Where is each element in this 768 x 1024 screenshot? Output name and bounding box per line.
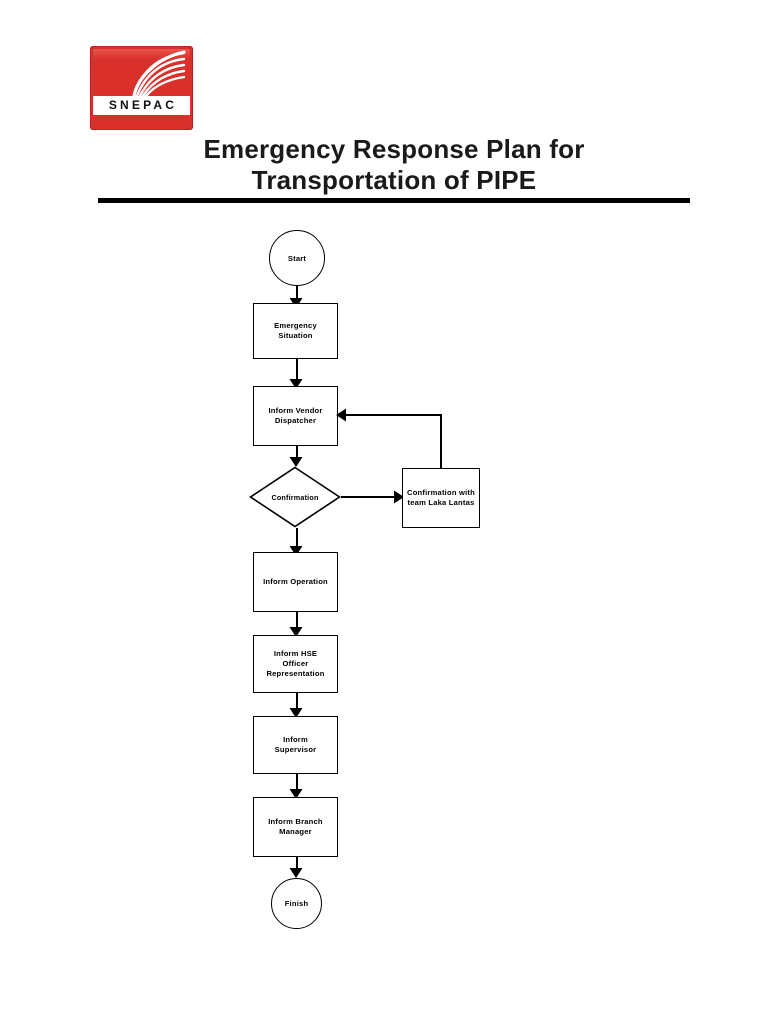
title-divider [98, 198, 690, 203]
edge-laka-vendor-arrow [336, 408, 346, 422]
decision-diamond-shape [249, 466, 341, 528]
edge-branch-finish-line [295, 857, 298, 871]
logo-wordmark-band: SNEPAC [93, 96, 190, 115]
label-line: Dispatcher [274, 416, 317, 425]
edge-confirmation-laka-line [341, 496, 399, 498]
edge-hse-supervisor-arrow [289, 708, 303, 718]
label-line: Inform Operation [263, 577, 328, 586]
flow-node-start-label: Start [287, 253, 307, 263]
flow-node-start: Start [269, 230, 325, 286]
flow-node-inform-operation-label: Inform Operation [263, 577, 328, 587]
logo-gloss [93, 49, 190, 59]
edge-supervisor-branch-line [295, 774, 298, 792]
edge-emergency-vendor-line [295, 359, 298, 383]
edge-vendor-confirmation-line [295, 446, 298, 460]
page-title-line-2: Transportation of PIPE [251, 165, 537, 195]
edge-start-emergency-line [295, 286, 298, 302]
edge-branch-finish-arrow [289, 868, 303, 878]
flow-node-inform-supervisor-label: Inform Supervisor [275, 735, 317, 755]
flow-node-inform-vendor-dispatcher: Inform Vendor Dispatcher [253, 386, 338, 446]
label-line: Inform HSE [273, 649, 318, 658]
label-line: Emergency [274, 321, 317, 330]
flow-node-emergency-situation-label: Emergency Situation [274, 321, 317, 341]
edge-vendor-confirmation-arrow [289, 457, 303, 467]
edge-confirmation-laka-arrow [394, 490, 404, 504]
flow-node-inform-branch-manager: Inform Branch Manager [253, 797, 338, 857]
logo-swoosh-icon [132, 50, 186, 98]
label-line: Confirmation with [407, 488, 475, 497]
edge-hse-supervisor-line [295, 693, 298, 711]
label-line: Situation [278, 331, 313, 340]
edge-emergency-vendor-arrow [289, 379, 303, 389]
label-line: Officer [282, 659, 309, 668]
flow-node-inform-operation: Inform Operation [253, 552, 338, 612]
flow-node-inform-hse-officer: Inform HSE Officer Representation [253, 635, 338, 693]
flow-node-confirmation-laka-lantas: Confirmation with team Laka Lantas [402, 468, 480, 528]
flow-node-finish: Finish [271, 878, 322, 929]
label-line: Inform Vendor [268, 406, 323, 415]
flow-node-confirmation-decision-label: Confirmation [271, 492, 319, 502]
edge-laka-vendor-horizontal [346, 414, 442, 416]
edge-laka-vendor-vertical [440, 414, 442, 468]
flow-node-confirmation-decision: Confirmation [249, 466, 341, 528]
flow-node-inform-supervisor: Inform Supervisor [253, 716, 338, 774]
page-title: Emergency Response Plan for Transportati… [98, 134, 690, 196]
snepac-logo: SNEPAC [90, 46, 193, 130]
label-line: team Laka Lantas [407, 498, 475, 507]
label-line: Supervisor [274, 745, 317, 754]
page-title-line-1: Emergency Response Plan for [203, 134, 585, 164]
label-line: Representation [266, 669, 325, 678]
logo-wordmark: SNEPAC [108, 98, 178, 112]
flow-node-inform-vendor-dispatcher-label: Inform Vendor Dispatcher [268, 406, 322, 426]
edge-confirmation-operation-arrow [289, 546, 303, 556]
flow-node-finish-label: Finish [284, 899, 309, 908]
flow-node-inform-branch-manager-label: Inform Branch Manager [268, 817, 323, 837]
edge-confirmation-operation-line [295, 528, 298, 550]
flow-node-emergency-situation: Emergency Situation [253, 303, 338, 359]
edge-operation-hse-line [295, 612, 298, 630]
flow-node-inform-hse-officer-label: Inform HSE Officer Representation [266, 649, 324, 679]
label-line: Inform Branch [268, 817, 323, 826]
label-line: Manager [279, 827, 312, 836]
edge-supervisor-branch-arrow [289, 789, 303, 799]
flow-node-confirmation-laka-lantas-label: Confirmation with team Laka Lantas [407, 488, 475, 508]
label-line: Inform [283, 735, 308, 744]
edge-operation-hse-arrow [289, 627, 303, 637]
